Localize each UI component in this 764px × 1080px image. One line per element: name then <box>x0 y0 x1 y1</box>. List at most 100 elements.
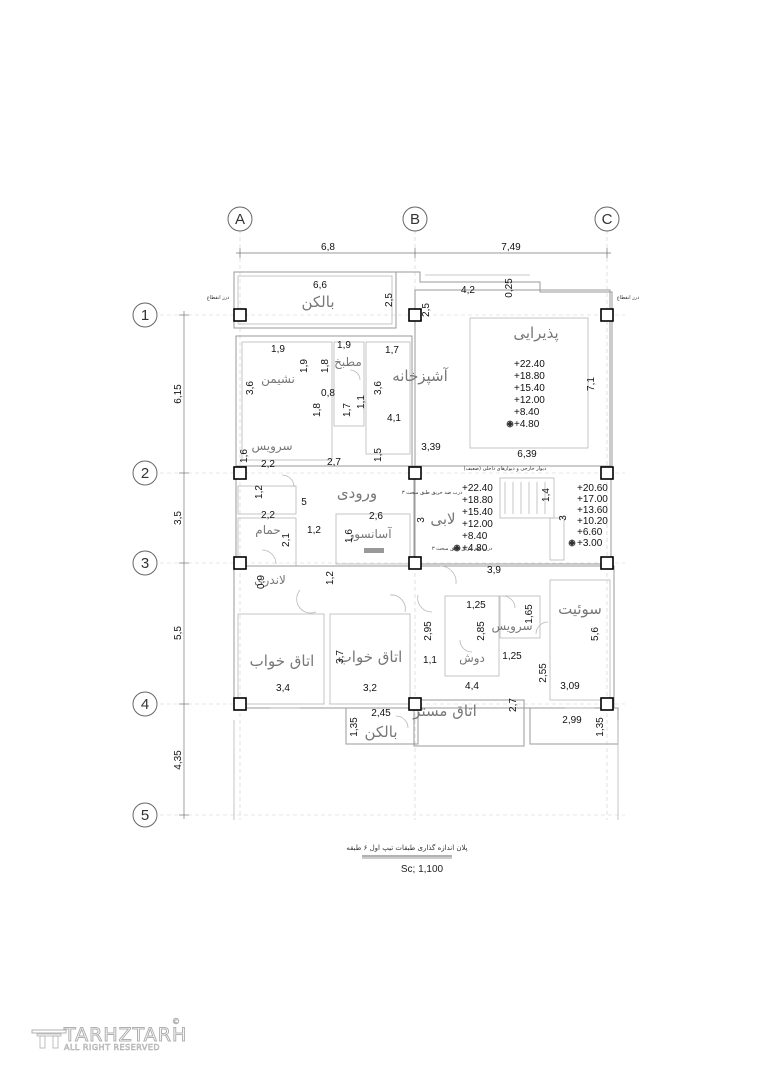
axis-bubble-b: B <box>402 206 428 232</box>
note-fire-door-2: درب ضد حریق طبق مبحث ۳ <box>432 546 492 552</box>
room-entrance: ورودی <box>337 484 377 502</box>
svg-text:C: C <box>602 211 613 228</box>
dim-top-bc: 7,49 <box>501 242 521 253</box>
column-a1 <box>233 308 247 322</box>
dim-label: 2,95 <box>423 621 434 641</box>
dim-label: 2,55 <box>538 663 549 683</box>
walls <box>233 271 619 820</box>
dim-label: 1,35 <box>595 717 606 737</box>
levels-reception: +22.40 +18.80 +15.40 +12.00 +8.40 +4.80 <box>506 359 545 430</box>
column-c2 <box>600 466 614 480</box>
drawing-scale: Sc; 1,100 <box>401 864 444 875</box>
svg-text:+6.60: +6.60 <box>577 527 603 538</box>
room-bath: حمام <box>255 523 280 537</box>
svg-text:+22.40: +22.40 <box>462 483 493 494</box>
dim-label: 2,85 <box>476 621 487 641</box>
room-service-left: سرویس <box>251 439 292 454</box>
dim-label: 2,45 <box>371 708 391 719</box>
drawing-title: پلان اندازه گذاری طبقات تیپ اول ۶ طبقه <box>346 843 467 852</box>
axis-bubble-2: 2 <box>132 460 158 486</box>
svg-text:3: 3 <box>141 555 149 572</box>
axis-bubble-4: 4 <box>132 691 158 717</box>
dim-label: 4,4 <box>465 681 479 692</box>
dim-left-23: 3,5 <box>173 511 184 525</box>
svg-text:+8.40: +8.40 <box>514 407 540 418</box>
axis-bubble-5: 5 <box>132 802 158 828</box>
dim-label: 1,7 <box>342 403 353 417</box>
dim-label: 3 <box>416 517 427 523</box>
axis-bubble-1: 1 <box>132 302 158 328</box>
svg-text:A: A <box>235 211 245 228</box>
svg-text:+8.40: +8.40 <box>462 531 488 542</box>
svg-text:2: 2 <box>141 465 149 482</box>
dim-label: 1,65 <box>524 604 535 624</box>
logo-subtitle: ALL RIGHT RESERVED <box>64 1043 160 1052</box>
axis-bubble-3: 3 <box>132 550 158 576</box>
svg-text:+13.60: +13.60 <box>577 505 608 516</box>
room-service-mid: سرویس <box>491 619 532 634</box>
svg-text:5: 5 <box>141 807 149 824</box>
room-bedroom-2: اتاق خواب <box>338 648 403 666</box>
svg-text:4: 4 <box>141 696 149 713</box>
axis-bubble-a: A <box>227 206 253 232</box>
dim-label: 0,25 <box>504 278 515 298</box>
dim-label: 6,6 <box>313 280 327 291</box>
column-a2 <box>233 466 247 480</box>
room-balcony-top: بالکن <box>301 293 334 311</box>
levels-lobby: +22.40 +18.80 +15.40 +12.00 +8.40 +4.80 <box>453 483 493 554</box>
room-living: نشیمن <box>261 372 295 387</box>
dim-label: 1,9 <box>271 344 285 355</box>
dim-label: 1,25 <box>502 651 522 662</box>
dim-left-12: 6,15 <box>173 384 184 404</box>
dim-label: 1,9 <box>337 340 351 351</box>
svg-text:+10.20: +10.20 <box>577 516 608 527</box>
svg-text:+22.40: +22.40 <box>514 359 545 370</box>
dim-label: 3,9 <box>487 565 501 576</box>
dim-left-45: 4,35 <box>173 750 184 770</box>
dim-left-34: 5,5 <box>173 626 184 640</box>
room-master: اتاق مستر <box>412 702 477 720</box>
svg-text:+20.60: +20.60 <box>577 483 608 494</box>
dim-label: 1,35 <box>349 717 360 737</box>
column-c3 <box>600 556 614 570</box>
dim-label: 4,2 <box>461 285 475 296</box>
logo-name: TARHZTARH <box>63 1024 187 1046</box>
note-expansion-left: درز انقطاع <box>207 295 230 301</box>
dim-label: 5,6 <box>590 627 601 641</box>
svg-text:+17.00: +17.00 <box>577 494 608 505</box>
room-shower: دوش <box>459 651 485 666</box>
svg-text:+4.80: +4.80 <box>514 419 540 430</box>
svg-text:+12.00: +12.00 <box>462 519 493 530</box>
svg-text:+15.40: +15.40 <box>514 383 545 394</box>
dim-label: 2,2 <box>261 459 275 470</box>
dim-label: 3,09 <box>560 681 580 692</box>
dim-label: 3,4 <box>276 683 290 694</box>
room-bedroom-1: اتاق خواب <box>250 652 315 670</box>
column-b1 <box>408 308 422 322</box>
dim-label: 1,8 <box>320 359 331 373</box>
note-fire-door-1: درب ضد حریق طبق مبحث ۳ <box>402 490 462 496</box>
room-reception: پذیرایی <box>513 324 558 343</box>
room-kitchen: آشپزخانه <box>392 367 448 386</box>
dim-label: 2,99 <box>562 715 582 726</box>
title-block: پلان اندازه گذاری طبقات تیپ اول ۶ طبقه S… <box>346 843 467 875</box>
dim-label: 2,5 <box>421 303 432 317</box>
dim-label: 0,9 <box>256 575 267 589</box>
column-c1 <box>600 308 614 322</box>
dim-label: 1,6 <box>239 449 250 463</box>
column-c4 <box>600 697 614 711</box>
column-b2 <box>408 466 422 480</box>
room-suite: سوئیت <box>558 600 602 618</box>
dim-label: 3,6 <box>373 381 384 395</box>
svg-text:+18.80: +18.80 <box>462 495 493 506</box>
svg-text:+15.40: +15.40 <box>462 507 493 518</box>
dim-label: 3,7 <box>335 650 346 664</box>
levels-stair: +20.60 +17.00 +13.60 +10.20 +6.60 +3.00 <box>568 483 608 549</box>
note-expansion-right: درز انقطاع <box>617 295 640 301</box>
svg-text:+4.80: +4.80 <box>462 543 488 554</box>
dim-label: 3,6 <box>245 381 256 395</box>
svg-text:1: 1 <box>141 307 149 324</box>
room-elevator: آسانسور <box>347 526 392 542</box>
svg-text:+3.00: +3.00 <box>577 538 603 549</box>
